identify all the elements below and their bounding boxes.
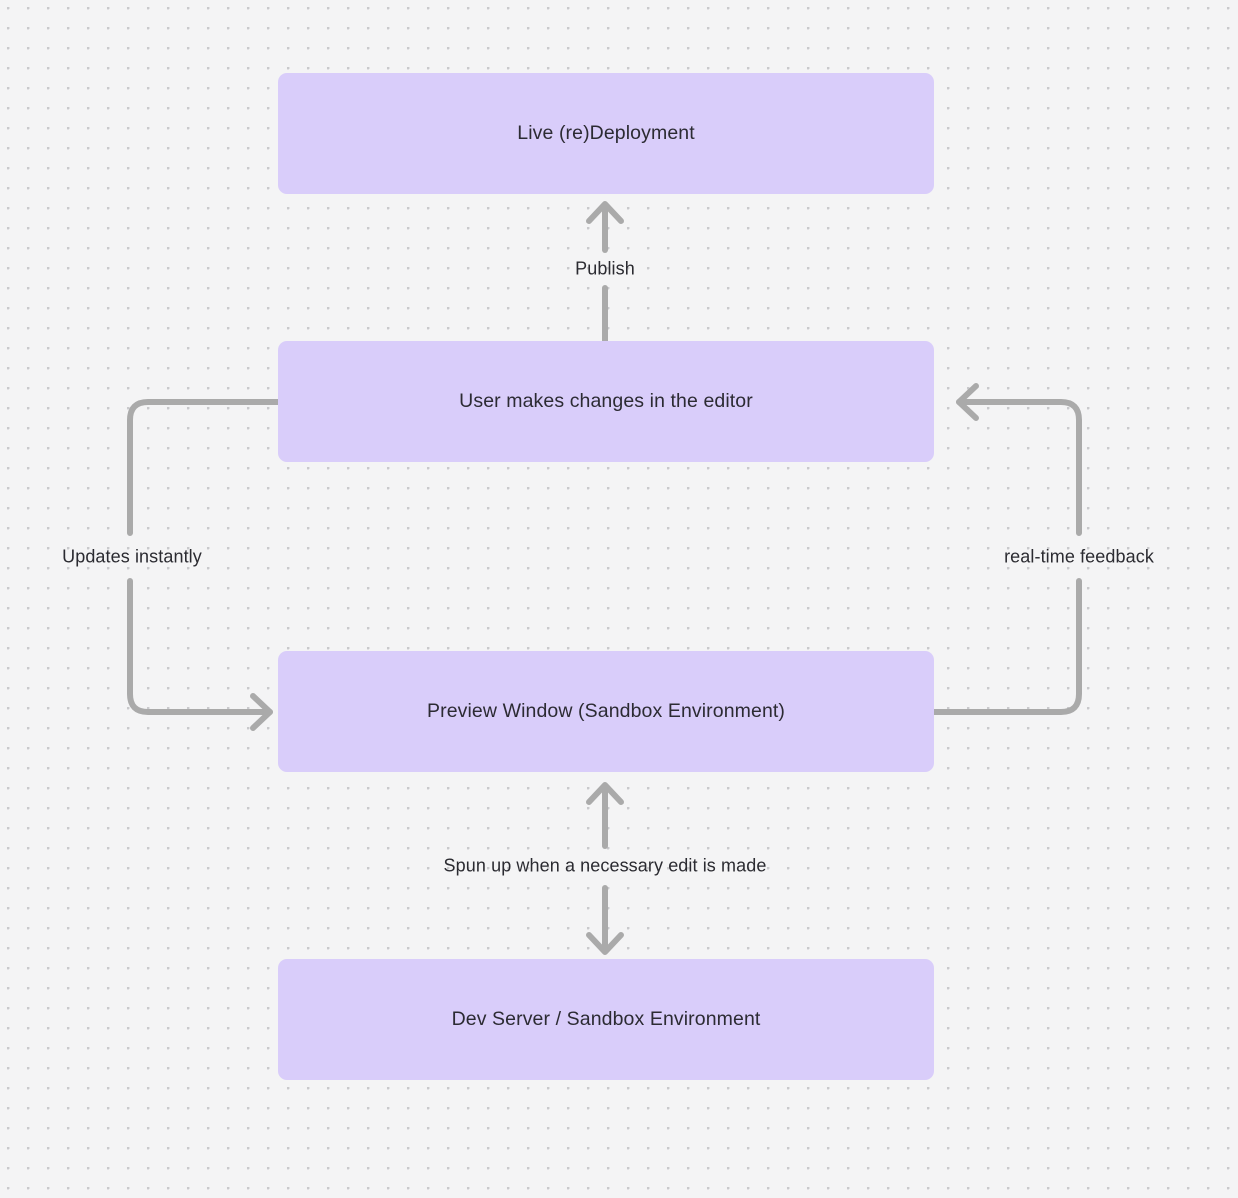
edge-label-spun-up: Spun up when a necessary edit is made xyxy=(443,855,767,876)
edge-label-publish: Publish xyxy=(575,258,635,279)
node-live-deployment-label: Live (re)Deployment xyxy=(517,121,695,144)
node-live-deployment[interactable]: Live (re)Deployment xyxy=(278,73,934,194)
edge-label-real-time-feedback: real-time feedback xyxy=(1004,546,1154,567)
node-preview-window[interactable]: Preview Window (Sandbox Environment) xyxy=(278,651,934,772)
node-user-edits[interactable]: User makes changes in the editor xyxy=(278,341,934,462)
node-user-edits-label: User makes changes in the editor xyxy=(459,389,753,412)
node-preview-window-label: Preview Window (Sandbox Environment) xyxy=(427,699,785,722)
node-dev-server[interactable]: Dev Server / Sandbox Environment xyxy=(278,959,934,1080)
edge-label-updates-instantly: Updates instantly xyxy=(62,546,202,567)
node-dev-server-label: Dev Server / Sandbox Environment xyxy=(451,1007,761,1030)
